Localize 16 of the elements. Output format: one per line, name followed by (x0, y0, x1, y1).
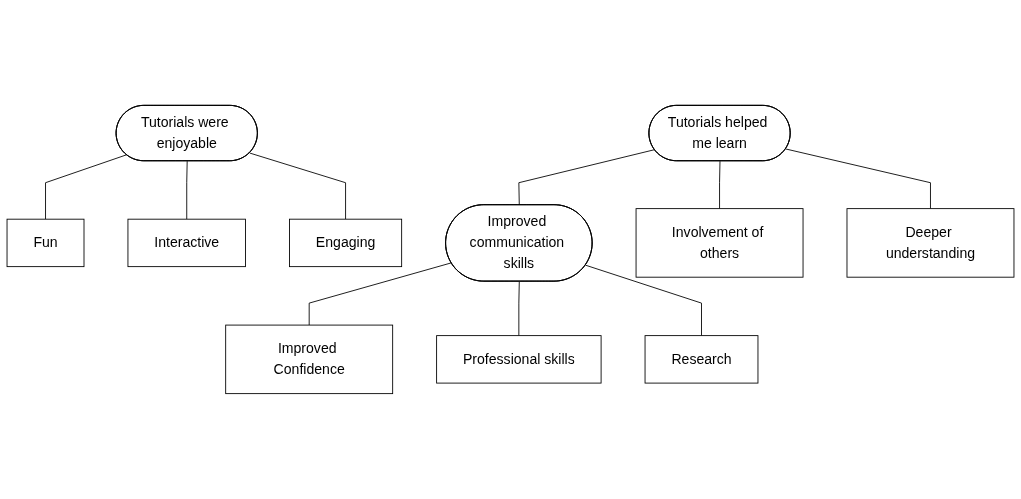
node-box: Deeper understanding (846, 208, 1015, 278)
node-box: Interactive (127, 218, 246, 268)
connector (45, 154, 127, 220)
node-box: Engaging (289, 218, 403, 268)
connector (585, 264, 702, 337)
node-box: Professional skills (436, 335, 602, 384)
connector (249, 152, 346, 220)
connector (308, 262, 452, 326)
connector (719, 160, 721, 210)
node-box: Improved Confidence (225, 324, 394, 395)
connector (518, 281, 520, 337)
connector (785, 148, 931, 210)
node-box: Fun (6, 218, 85, 268)
node-box: Research (644, 335, 759, 384)
node-box: Involvement of others (635, 208, 804, 278)
connector (186, 160, 188, 220)
